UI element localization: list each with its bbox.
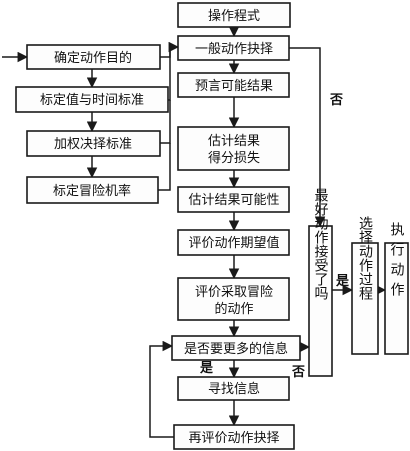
box-select-process [351, 242, 379, 355]
arrow-choice-to-best [289, 47, 326, 228]
label-evaluate-expectation: 评价动作期望值 [188, 235, 279, 251]
label-operation-program: 操作程式 [208, 8, 260, 24]
label-weighted-criteria: 加权决择标准 [54, 136, 132, 152]
label-best-accepted: 最好动作接受了吗 [313, 188, 329, 300]
label-estimate-loss-line2: 得分损失 [208, 150, 260, 166]
label-execute: 执行动作 [389, 222, 405, 302]
label-yes-right: 是 [335, 274, 350, 289]
box-weighted-criteria [26, 130, 161, 157]
label-estimate-loss-line1: 估计结果 [208, 134, 260, 149]
box-need-more-info [171, 335, 301, 361]
box-best-accepted [308, 225, 333, 377]
box-calibrate-risk [26, 176, 159, 204]
box-evaluate-risk [177, 277, 290, 321]
label-no-top: 否 [329, 93, 343, 108]
label-need-more-info: 是否要更多的信息 [184, 341, 288, 357]
box-predict-results [177, 72, 290, 98]
label-yes-bottom: 是 [199, 361, 214, 376]
box-re-evaluate [173, 424, 295, 450]
box-calibrate-value-time [15, 86, 169, 113]
box-estimate-probability [177, 186, 290, 213]
box-execute [384, 242, 409, 355]
box-seek-info [177, 376, 290, 401]
label-select-process: 选择动作过程 [357, 216, 373, 301]
box-determine-goal [26, 44, 161, 70]
box-estimate-loss [177, 126, 290, 171]
label-estimate-probability: 估计结果可能性 [188, 193, 279, 208]
box-general-choice [177, 35, 290, 61]
label-re-evaluate: 再评价动作抉择 [188, 431, 279, 446]
arrow-goal-to-choice [160, 41, 180, 58]
label-determine-goal: 确定动作目的 [54, 50, 132, 66]
label-no-bottom: 否 [291, 365, 305, 380]
label-predict-results: 预言可能结果 [195, 79, 273, 94]
label-seek-info: 寻找信息 [208, 381, 260, 397]
box-operation-program [177, 2, 291, 28]
box-evaluate-expectation [177, 229, 290, 256]
label-evaluate-risk-line2: 的动作 [214, 301, 253, 317]
label-evaluate-risk-line1: 评价采取冒险 [195, 285, 273, 300]
label-general-choice: 一般动作抉择 [195, 41, 273, 57]
label-calibrate-value-time: 标定值与时间标准 [40, 92, 144, 108]
arrow-loop-back [149, 340, 174, 438]
arrow-risk-to-choice [158, 143, 171, 191]
label-calibrate-risk: 标定冒险机率 [53, 183, 131, 199]
